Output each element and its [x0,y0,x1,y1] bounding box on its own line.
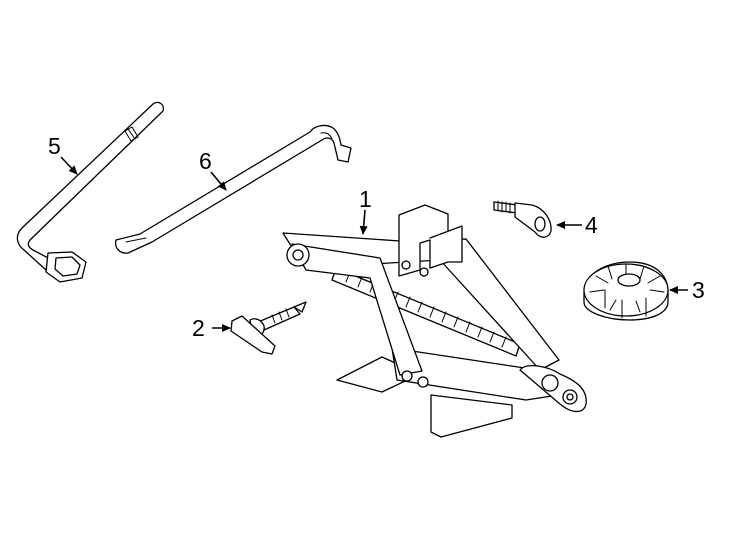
jack-handle [114,124,352,254]
scissor-jack [282,204,587,438]
leader-5 [60,156,78,175]
callout-1: 1 [359,186,372,212]
callout-5: 5 [48,133,61,159]
leader-lines [60,156,688,332]
tow-eye [493,200,552,238]
leader-6 [210,171,227,191]
callout-3: 3 [692,277,705,303]
callout-2: 2 [192,315,205,341]
lug-wrench [16,101,164,283]
jack-spacer [583,261,669,321]
callouts: 1 2 3 4 5 6 [48,133,705,341]
callout-4: 4 [585,212,598,238]
leader-1 [359,209,368,235]
t-bolt [230,301,307,355]
callout-6: 6 [199,148,212,174]
